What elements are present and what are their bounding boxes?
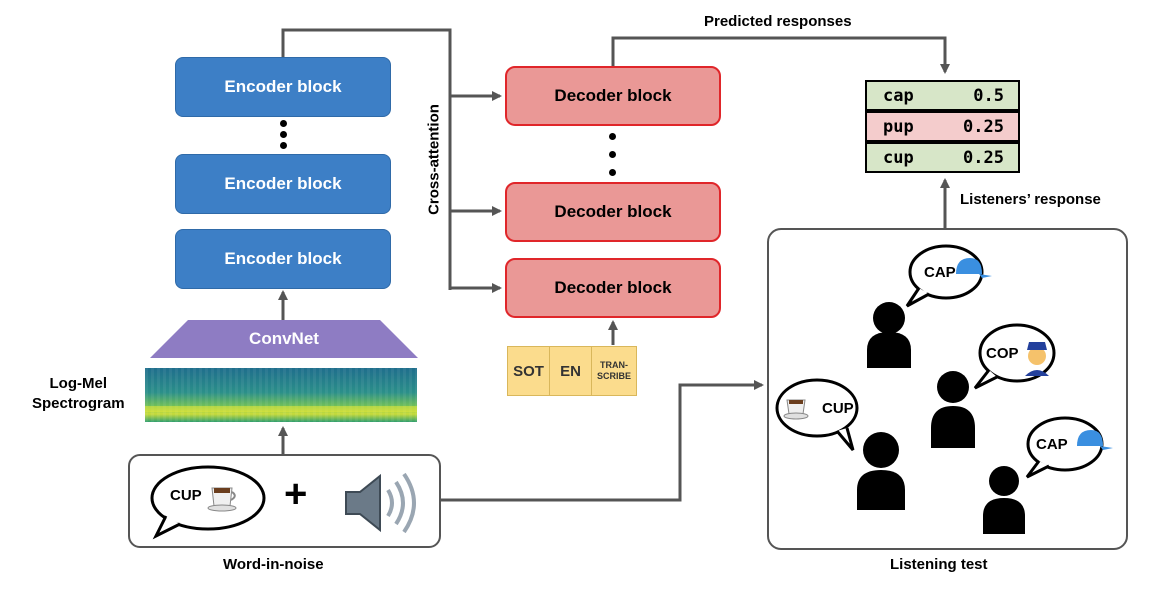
encoder-block-label: Encoder block: [224, 77, 342, 96]
encoder-block-bottom: Encoder block: [175, 229, 391, 289]
cap-icon: [1077, 430, 1113, 450]
word-to-test-arrow: [441, 380, 764, 502]
bubble-text-cap-1: CAP: [924, 264, 956, 281]
listeners-response-label: Listeners’ response: [960, 191, 1101, 208]
speech-bubble-cup: [775, 378, 859, 451]
ellipsis-dot: [280, 142, 287, 149]
person-icon: [983, 466, 1025, 534]
decoder-block-label: Decoder block: [554, 278, 672, 297]
response-word: cup: [883, 147, 914, 168]
person-icon: [931, 371, 975, 448]
bubble-text-cop: COP: [986, 345, 1019, 362]
person-icon: [857, 432, 905, 510]
predicted-responses-label: Predicted responses: [704, 13, 852, 30]
token-en-text: EN: [560, 362, 581, 380]
convnet-label: ConvNet: [249, 329, 319, 348]
decoder-block-label: Decoder block: [554, 202, 672, 221]
decoder-block-middle: Decoder block: [505, 182, 721, 242]
speaker-icon: [345, 472, 416, 534]
encoder-block-middle: Encoder block: [175, 154, 391, 214]
coffee-cup-icon: [783, 399, 809, 420]
encoder-block-top: Encoder block: [175, 57, 391, 117]
convnet-block: [150, 320, 418, 358]
token-transcribe-line1: TRAN-: [600, 360, 628, 370]
decoder-block-top: Decoder block: [505, 66, 721, 126]
ellipsis-dot: [609, 133, 616, 140]
ellipsis-dot: [280, 120, 287, 127]
spectrogram-image: [145, 368, 417, 422]
listening-test-label: Listening test: [890, 556, 988, 573]
plus-sign: +: [284, 472, 308, 516]
spectrogram-label: Log-Mel Spectrogram: [32, 374, 125, 414]
decoder-block-bottom: Decoder block: [505, 258, 721, 318]
person-icon: [867, 302, 911, 368]
listening-test-panel: [767, 228, 1128, 550]
predicted-responses-arrow: [611, 36, 950, 74]
response-row-cup: cup 0.25: [865, 142, 1020, 173]
speech-bubble-word: [150, 465, 266, 540]
decoder-block-label: Decoder block: [554, 86, 672, 105]
spectrogram-label-line1: Log-Mel: [49, 375, 108, 392]
coffee-cup-icon: [207, 487, 237, 512]
response-row-pup: pup 0.25: [865, 111, 1020, 142]
response-word: cap: [883, 85, 914, 106]
encoder-block-label: Encoder block: [224, 249, 342, 268]
ellipsis-dot: [609, 151, 616, 158]
cross-attention-label: Cross-attention: [425, 104, 443, 215]
word-in-noise-word: CUP: [170, 487, 202, 504]
bubble-text-cup: CUP: [822, 400, 854, 417]
response-row-cap: cap 0.5: [865, 80, 1020, 111]
word-in-noise-panel: [128, 454, 441, 548]
encoder-block-label: Encoder block: [224, 174, 342, 193]
response-word: pup: [883, 116, 914, 137]
encoder-output-line: [281, 28, 452, 290]
word-in-noise-graphics: [150, 465, 416, 540]
token-en: EN: [549, 346, 592, 396]
bubble-text-cap-2: CAP: [1036, 436, 1068, 453]
cap-icon: [956, 258, 992, 278]
token-sot: SOT: [507, 346, 550, 396]
token-transcribe-line2: SCRIBE: [596, 371, 631, 381]
police-officer-icon: [1025, 342, 1049, 376]
response-prob: 0.25: [963, 116, 1004, 137]
response-prob: 0.25: [963, 147, 1004, 168]
listeners-scene: [775, 244, 1113, 534]
token-sot-text: SOT: [513, 362, 544, 380]
response-prob: 0.5: [973, 85, 1004, 106]
spectrogram-label-line2: Spectrogram: [32, 395, 125, 412]
word-in-noise-label: Word-in-noise: [223, 556, 324, 573]
speech-bubble-cop: [973, 323, 1056, 390]
token-transcribe: TRAN- SCRIBE: [591, 346, 637, 396]
ellipsis-dot: [280, 131, 287, 138]
ellipsis-dot: [609, 169, 616, 176]
